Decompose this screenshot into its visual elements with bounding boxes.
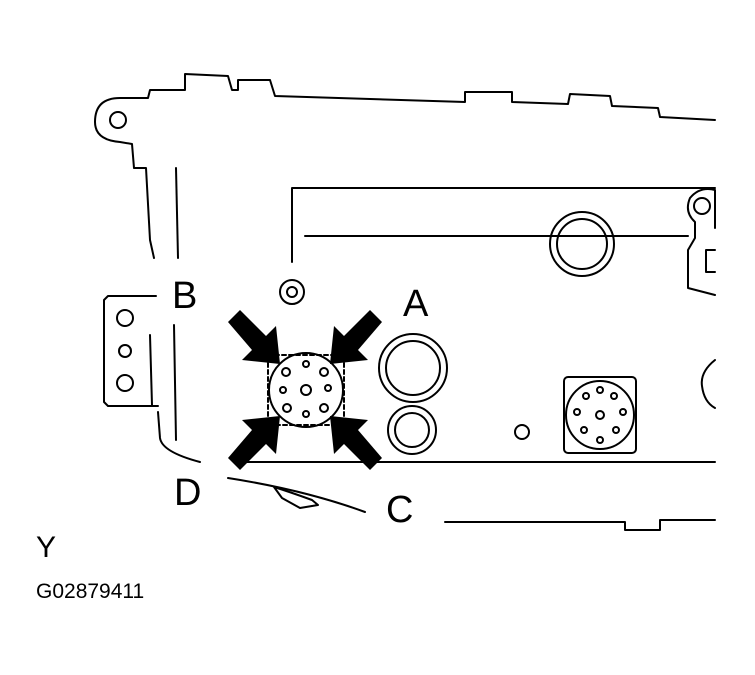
mounting-hole-top-left bbox=[109, 111, 127, 129]
side-wall-lower bbox=[149, 334, 153, 406]
connector-a-pin-8 bbox=[319, 403, 329, 413]
housing-outline bbox=[94, 73, 716, 259]
plate-screw-inner bbox=[286, 286, 298, 298]
right-boss bbox=[686, 188, 716, 296]
right-detail bbox=[705, 249, 716, 273]
arrow-upper-left bbox=[228, 310, 280, 364]
label-a: A bbox=[403, 283, 429, 325]
side-wall-bottom-curve bbox=[157, 411, 201, 463]
label-d: D bbox=[174, 472, 201, 514]
bracket-hole-3 bbox=[116, 374, 134, 392]
connector-a-body bbox=[268, 352, 344, 428]
connector-a-pin-5 bbox=[324, 384, 332, 392]
bracket-hole-1 bbox=[116, 309, 134, 327]
connector-a-pin-4 bbox=[279, 386, 287, 394]
inner-plate bbox=[291, 187, 716, 263]
bracket-hole-2 bbox=[118, 344, 132, 358]
bottom-tab bbox=[273, 486, 319, 509]
label-c: C bbox=[386, 489, 413, 531]
right-arc bbox=[700, 359, 716, 409]
connector-right-pin-3 bbox=[610, 392, 618, 400]
side-wall-inner bbox=[175, 167, 179, 259]
ring-upper-outer bbox=[378, 333, 448, 403]
connector-right-pin-2 bbox=[596, 386, 604, 394]
large-port-outer bbox=[549, 211, 615, 277]
small-hole bbox=[514, 424, 530, 440]
connector-a-pin-3 bbox=[319, 367, 329, 377]
ring-lower-outer bbox=[387, 405, 437, 455]
connector-right-pin-5 bbox=[619, 408, 627, 416]
side-wall-lower-inner bbox=[173, 324, 177, 441]
connector-a-pin-center bbox=[300, 384, 312, 396]
connector-right-pin-8 bbox=[612, 426, 620, 434]
figure-id: G02879411 bbox=[36, 580, 144, 603]
connector-right-pin-4 bbox=[573, 408, 581, 416]
ring-upper-inner bbox=[385, 340, 441, 396]
connector-right-pin-1 bbox=[582, 392, 590, 400]
right-boss-hole bbox=[693, 197, 711, 215]
connector-right-pin-center bbox=[595, 410, 605, 420]
connector-a-pin-7 bbox=[302, 410, 310, 418]
large-port-inner bbox=[556, 218, 608, 270]
connector-a-pin-2 bbox=[302, 360, 310, 368]
arrow-lower-left bbox=[228, 416, 280, 470]
connector-right-body bbox=[565, 380, 635, 450]
connector-right-frame bbox=[563, 376, 637, 454]
ring-lower-inner bbox=[394, 412, 430, 448]
label-b: B bbox=[172, 275, 197, 317]
arrow-upper-right bbox=[330, 310, 382, 364]
lower-curve bbox=[227, 477, 366, 513]
label-y: Y bbox=[36, 531, 56, 564]
plate-screw bbox=[279, 279, 305, 305]
arrow-lower-right bbox=[330, 416, 382, 470]
connector-right-pin-6 bbox=[580, 426, 588, 434]
connector-right-pin-7 bbox=[596, 436, 604, 444]
connector-a-pin-1 bbox=[281, 367, 291, 377]
left-bracket bbox=[103, 295, 159, 407]
connector-a-pin-6 bbox=[282, 403, 292, 413]
bottom-rail bbox=[444, 519, 716, 531]
